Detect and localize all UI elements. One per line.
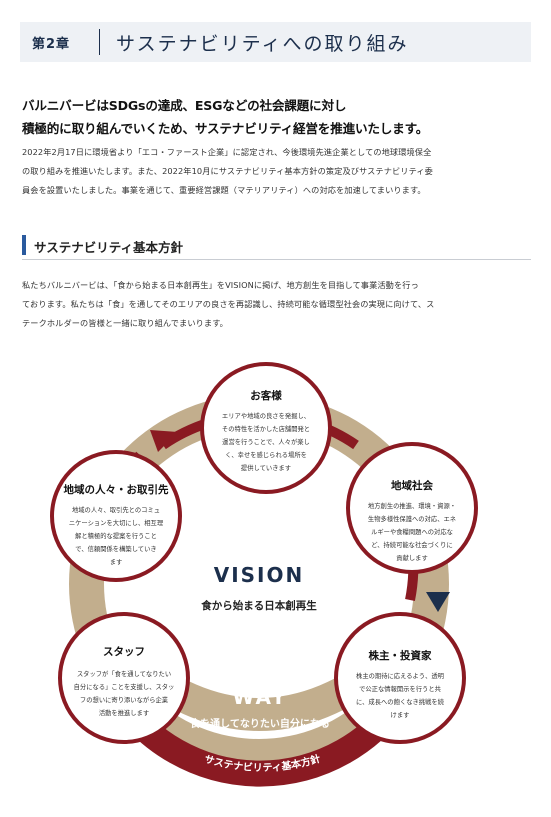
intro-line-2: の取り組みを推進いたします。また、2022年10月にサステナビリティ基本方針の策…	[22, 166, 433, 176]
node-customers-line: 運営を行うことで、人々が楽し	[222, 439, 310, 446]
node-shareholders-line: で公正な情報開示を行うと共	[359, 686, 441, 693]
node-customers-title: お客様	[250, 390, 282, 402]
way-subtitle: 食を通してなりたい自分になる	[190, 719, 330, 730]
node-partners-line: 地域の人々、取引先とのコミュ	[71, 507, 161, 514]
node-staff-line: スタッフが「食を通してなりたい	[76, 671, 172, 678]
node-staff: スタッフ スタッフが「食を通してなりたい 自分になる」ことを支援し、スタッ フの…	[58, 612, 190, 744]
node-partners-line: ニケーションを大切にし、相互理	[68, 520, 164, 527]
section-title: サステナビリティ基本方針	[34, 240, 184, 255]
node-community-body: 地方創生の推進、環境・資源・ 生物多様性保護への対応、エネ ルギーや食糧問題への…	[350, 500, 474, 565]
node-customers-line: く、幸せを感じられる場所を	[225, 452, 307, 459]
node-community-line: ルギーや食糧問題への対応な	[371, 529, 453, 536]
node-community-line: 地方創生の推進、環境・資源・	[367, 503, 457, 510]
node-customers-line: エリアや地域の良さを発掘し、	[221, 413, 311, 420]
node-community-line: 貢献します	[396, 555, 428, 562]
node-partners: 地域の人々・お取引先 地域の人々、取引先とのコミュ ニケーションを大切にし、相互…	[50, 450, 182, 582]
node-shareholders-line: に、成長への飽くなき挑戦を続	[356, 699, 444, 706]
vision-subtitle: 食から始まる日本創再生	[201, 600, 317, 612]
arrow-head-right	[426, 592, 450, 612]
node-shareholders-line: 株主の期待に応えるよう、透明	[356, 673, 444, 680]
vision-title: VISION	[213, 563, 305, 587]
node-partners-line: で、信頼関係を構築していき	[75, 546, 157, 553]
node-staff-line: フの想いに寄り添いながら企業	[79, 697, 169, 704]
node-shareholders-line: けます	[390, 712, 410, 719]
way-band	[118, 648, 400, 731]
chapter-divider	[99, 29, 100, 55]
chapter-number: 第2章	[32, 37, 71, 52]
node-community-title: 地域社会	[391, 480, 433, 492]
node-shareholders-body: 株主の期待に応えるよう、透明 で公正な情報開示を行うと共 に、成長への飽くなき挑…	[338, 670, 462, 722]
chapter-header: 第2章 サステナビリティへの取り組み	[20, 22, 531, 62]
lead-line-2: 積極的に取り組んでいくため、サステナビリティ経営を推進いたします。	[22, 121, 429, 136]
node-customers-line: その特性を活かした店舗開発と	[221, 426, 311, 433]
node-community-line: 生物多様性保護への対応、エネ	[367, 516, 457, 523]
lead-line-1: バルニバービはSDGsの達成、ESGなどの社会課題に対し	[22, 98, 347, 113]
node-customers-line: 提供していきます	[240, 465, 292, 472]
intro-line-3: 員会を設置いたしました。事業を通じて、重要経営課題（マテリアリティ）への対応を加…	[22, 185, 426, 195]
node-community-line: ど、持続可能な社会づくりに	[371, 542, 453, 549]
node-partners-line: ます	[109, 559, 123, 566]
node-staff-line: 活動を推進します	[98, 710, 150, 717]
section-divider	[22, 259, 531, 260]
section-accent-bar	[22, 235, 26, 255]
node-shareholders-title: 株主・投資家	[368, 650, 432, 662]
intro-line-1: 2022年2月17日に環境省より「エコ・ファースト企業」に認定され、今後環境先進…	[22, 147, 432, 157]
node-partners-line: 解と積極的な提案を行うこと	[75, 533, 157, 540]
node-community: 地域社会 地方創生の推進、環境・資源・ 生物多様性保護への対応、エネ ルギーや食…	[346, 442, 478, 574]
section-body-line-3: テークホルダーの皆様と一緒に取り組んでまいります。	[22, 318, 228, 328]
vision-center: VISION 食から始まる日本創再生	[171, 497, 347, 673]
node-partners-body: 地域の人々、取引先とのコミュ ニケーションを大切にし、相互理 解と積極的な提案を…	[54, 504, 178, 569]
chapter-title: サステナビリティへの取り組み	[116, 33, 409, 55]
node-partners-title: 地域の人々・お取引先	[63, 484, 169, 496]
section-body-line-1: 私たちバルニバービは、「食から始まる日本創再生」をVISIONに掲げ、地方創生を…	[22, 280, 419, 290]
node-customers-body: エリアや地域の良さを発掘し、 その特性を活かした店舗開発と 運営を行うことで、人…	[204, 410, 328, 475]
section-body-line-2: ております。私たちは「食」を通してそのエリアの良さを再認識し、持続可能な循環型社…	[22, 299, 435, 309]
node-customers: お客様 エリアや地域の良さを発掘し、 その特性を活かした店舗開発と 運営を行うこ…	[200, 362, 332, 494]
node-staff-line: 自分になる」ことを支援し、スタッ	[73, 684, 175, 691]
node-shareholders: 株主・投資家 株主の期待に応えるよう、透明 で公正な情報開示を行うと共 に、成長…	[334, 612, 466, 744]
way-title: WAY	[232, 685, 288, 709]
node-staff-body: スタッフが「食を通してなりたい 自分になる」ことを支援し、スタッ フの想いに寄り…	[62, 668, 186, 720]
node-staff-title: スタッフ	[103, 646, 145, 658]
arrow-head-top	[150, 430, 178, 452]
